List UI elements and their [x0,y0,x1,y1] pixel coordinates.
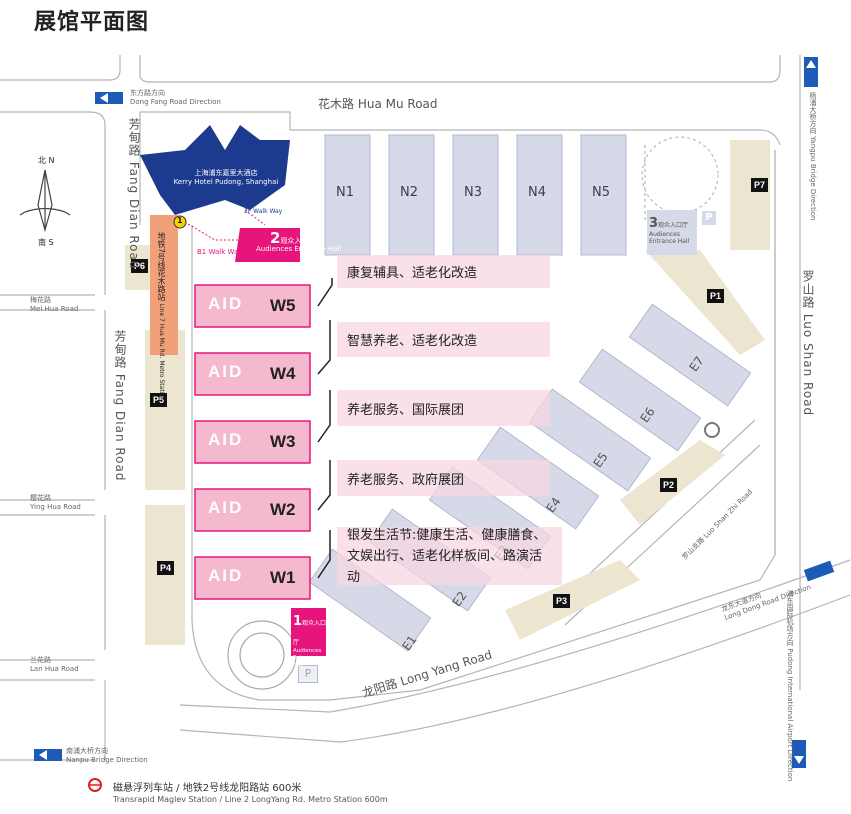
hall-label-n4: N4 [528,185,546,200]
hall-n4[interactable] [516,134,563,256]
zone-label-w2: 养老服务、政府展团 [337,460,550,496]
zone-label-w5: 康复辅具、适老化改造 [337,255,550,288]
parking-area-p3 [505,560,640,640]
arrow-yangpu [804,57,818,87]
parking-area-p4 [145,505,185,645]
maglev-metro-icon [88,778,102,792]
arrow-longdong [803,560,835,582]
entrance-hall-2[interactable] [235,228,300,262]
entrance-3-label: 3观众入口厅 Audiences Entrance Hall [649,216,690,245]
direction-yangpu: 杨浦大桥方向 Yangpu Bridge Direction [809,92,817,221]
arrow-nanpu [34,749,62,761]
hall-label-w2: W2 [270,500,296,519]
metro-station-label: 地铁7号线花木路站 Line 7 Hua Mu Rd. Metro Statio… [157,232,166,401]
parking-area-p1 [645,250,765,355]
parking-label-p4: P4 [157,561,174,575]
metro-exit-marker [173,215,187,229]
parking-label-p6: P6 [131,259,148,273]
road-fangdian-bottom: 芳甸路 Fang Dian Road [113,330,127,482]
zone-label-w3: 养老服务、国际展团 [337,390,550,426]
hall-e7[interactable] [628,303,752,407]
hall-w4[interactable] [194,352,311,396]
road-huamu: 花木路 Hua Mu Road [318,97,438,111]
compass-north: 北 N [38,156,55,165]
arrow-dongfang [95,92,123,104]
parking-symbol-3: P [702,211,716,225]
walkway-2f-label: 2F Walk Way [244,208,283,215]
road-luoshan: 罗山路 Luo Shan Road [801,270,815,417]
compass-icon [19,169,71,233]
hall-w5[interactable] [194,284,311,328]
metro-exit-number: 1 [177,216,183,225]
hall-n5[interactable] [580,134,627,256]
legend-en: Transrapid Maglev Station / Line 2 LongY… [113,795,388,804]
parking-label-p1: P1 [707,289,724,303]
parking-label-p3: P3 [553,594,570,608]
hall-e6[interactable] [578,348,702,452]
hall-w3[interactable] [194,420,311,464]
hall-w1[interactable] [194,556,311,600]
arrow-pudong [792,740,806,768]
parking-label-p2: P2 [660,478,677,492]
entrance-1-label: 1观众入口厅 Audiences Entrance Hall [293,614,327,668]
parking-label-p5: P5 [150,393,167,407]
walkway-b1-label: B1 Walk Way [197,248,243,256]
aid-logo-w1: AID [208,566,244,585]
hall-label-n5: N5 [592,185,610,200]
compass-south: 南 S [38,238,54,247]
kerry-hotel-building [140,125,290,215]
parking-symbol-1: P [298,665,318,683]
hall-label-w1: W1 [270,568,296,587]
zone-label-w1: 银发生活节:健康生活、健康膳食、 文娱出行、适老化样板间、路演活动 [337,527,562,585]
hall-label-n3: N3 [464,185,482,200]
b1-walkway [177,217,245,241]
zone-label-w4: 智慧养老、适老化改造 [337,322,550,357]
2f-walkway [244,209,266,226]
hall-label-w5: W5 [270,296,296,315]
road-fangdian-top: 芳甸路 Fang Dian Road [127,118,141,270]
hall-label-n2: N2 [400,185,418,200]
hall-label-w3: W3 [270,432,296,451]
aid-logo-w3: AID [208,430,244,449]
aid-logo-w2: AID [208,498,244,517]
parking-area-p7 [730,140,770,250]
entrance-hall-1[interactable] [291,608,326,656]
legend-cn: 磁悬浮列车站 / 地铁2号线龙阳路站 600米 [113,783,302,794]
aid-logo-w4: AID [208,362,244,381]
metro-line7-strip [150,215,178,355]
hall-label-w4: W4 [270,364,296,383]
entrance-2-label: 2观众入口厅 Audiences Entrance Hall [256,229,342,253]
hall-n3[interactable] [452,134,499,256]
parking-area-p5 [145,330,185,490]
direction-pudong: 浦东国际机场方向 Pudong International Airport Di… [786,590,794,782]
hall-w2[interactable] [194,488,311,532]
hall-n2[interactable] [388,134,435,256]
hall-label-n1: N1 [336,185,354,200]
page-title: 展馆平面图 [34,10,150,35]
hall-n1[interactable] [324,134,371,256]
entrance-hall-3[interactable] [647,210,697,255]
aid-logo-w5: AID [208,294,244,313]
parking-label-p7: P7 [751,178,768,192]
